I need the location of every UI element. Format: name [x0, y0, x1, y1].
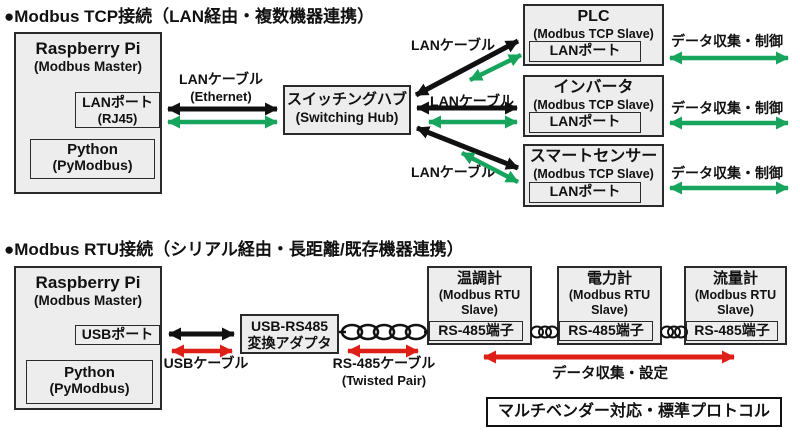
power-meter-subtitle: (Modbus RTU Slave) — [568, 288, 651, 317]
flow-meter-box: 流量計 (Modbus RTU Slave) RS-485端子 — [684, 266, 787, 345]
lan-cable-label-text: LANケーブル — [179, 71, 263, 87]
tcp-section-title: ●Modbus TCP接続（LAN経由・複数機器連携） — [4, 7, 375, 26]
twisted-pair-loop — [340, 323, 364, 341]
rtu-python-label: Python — [64, 364, 115, 381]
twisted-pair-loop — [538, 325, 552, 339]
lan-cable-ethernet-label: LANケーブル (Ethernet) — [169, 71, 273, 105]
rs485-cable-label-text: RS-485ケーブル — [332, 355, 436, 371]
twisted-pair-loop — [356, 323, 380, 341]
rtu-raspberry-pi-box: Raspberry Pi (Modbus Master) USBポート Pyth… — [14, 266, 162, 410]
tcp-python-sub: (PyModbus) — [52, 157, 133, 173]
temp-controller-subtitle: (Modbus RTU Slave) — [438, 288, 521, 317]
usb-rs485-adapter-box: USB-RS485 変換アダプタ — [240, 314, 339, 354]
tcp-lan-port-sub: (RJ45) — [97, 111, 138, 126]
rs485-cable-sub-text: (Twisted Pair) — [341, 372, 427, 388]
usb-cable-label: USBケーブル — [163, 355, 249, 371]
rtu-action-label: データ収集・設定 — [552, 366, 668, 382]
twisted-pair-loop — [388, 323, 412, 341]
rtu-section-title: ●Modbus RTU接続（シリアル経由・長距離/既存機器連携） — [4, 240, 464, 259]
plc-name: PLC — [577, 8, 610, 25]
twisted-pair-loop — [667, 325, 681, 339]
hub-title: スイッチングハブ — [286, 91, 407, 108]
smart-sensor-lan-port: LANポート — [529, 182, 641, 203]
plc-subtitle: (Modbus TCP Slave) — [533, 27, 654, 41]
temp-controller-box: 温調計 (Modbus RTU Slave) RS-485端子 — [427, 266, 532, 345]
flow-meter-subtitle: (Modbus RTU Slave) — [694, 288, 777, 317]
inverter-box: インバータ (Modbus TCP Slave) LANポート — [523, 75, 664, 137]
smart-sensor-name: スマートセンサー — [529, 148, 658, 165]
tcp-master-title: Raspberry Pi — [35, 39, 141, 58]
inverter-name: インバータ — [553, 79, 634, 96]
rtu-master-title: Raspberry Pi — [35, 273, 141, 292]
data-action-label-2: データ収集・制御 — [671, 100, 783, 116]
tcp-raspberry-pi-box: Raspberry Pi (Modbus Master) LANポート (RJ4… — [14, 32, 162, 194]
lan-cable-sub-text: (Ethernet) — [190, 88, 252, 104]
twisted-pair-loop — [530, 325, 544, 339]
switching-hub-box: スイッチングハブ (Switching Hub) — [283, 85, 411, 135]
hub-subtitle: (Switching Hub) — [295, 109, 399, 125]
twisted-pair-loop — [660, 325, 674, 339]
temp-controller-name: 温調計 — [456, 270, 502, 287]
smart-sensor-box: スマートセンサー (Modbus TCP Slave) LANポート — [523, 144, 664, 207]
rtu-master-subtitle: (Modbus Master) — [34, 293, 142, 309]
temp-controller-port: RS-485端子 — [429, 321, 523, 341]
flow-meter-port: RS-485端子 — [686, 321, 778, 341]
hub-sensor-arrow-black — [416, 125, 519, 171]
twisted-pair-loop — [404, 323, 428, 341]
multi-vendor-banner: マルチベンダー対応・標準プロトコル — [486, 397, 782, 427]
smart-sensor-subtitle: (Modbus TCP Slave) — [533, 167, 654, 181]
power-meter-name: 電力計 — [586, 270, 632, 287]
tcp-python-box: Python (PyModbus) — [30, 139, 155, 179]
usb-port-box: USBポート — [75, 325, 160, 345]
inverter-subtitle: (Modbus TCP Slave) — [533, 98, 654, 112]
branch-cable-label-2: LANケーブル — [430, 93, 514, 109]
power-meter-box: 電力計 (Modbus RTU Slave) RS-485端子 — [557, 266, 662, 345]
flow-meter-name: 流量計 — [712, 270, 758, 287]
branch-cable-label-1: LANケーブル — [411, 37, 495, 53]
branch-cable-label-3: LANケーブル — [411, 164, 495, 180]
inverter-lan-port: LANポート — [529, 112, 641, 133]
plc-lan-port: LANポート — [529, 41, 641, 62]
tcp-python-label: Python — [67, 141, 118, 158]
tcp-lan-port-box: LANポート (RJ45) — [75, 92, 160, 128]
tcp-master-subtitle: (Modbus Master) — [34, 59, 142, 75]
rtu-python-sub: (PyModbus) — [49, 380, 130, 396]
data-action-label-1: データ収集・制御 — [671, 33, 783, 49]
twisted-pair-loop — [372, 323, 396, 341]
data-action-label-3: データ収集・制御 — [671, 165, 783, 181]
rs485-cable-label: RS-485ケーブル (Twisted Pair) — [320, 355, 448, 389]
power-meter-port: RS-485端子 — [559, 321, 653, 341]
rtu-python-box: Python (PyModbus) — [26, 360, 153, 404]
hub-plc-arrow-green — [469, 52, 522, 83]
plc-box: PLC (Modbus TCP Slave) LANポート — [523, 4, 664, 66]
tcp-lan-port-label: LANポート — [82, 94, 153, 110]
adapter-line2: 変換アダプタ — [247, 335, 332, 351]
adapter-line1: USB-RS485 — [250, 318, 329, 334]
